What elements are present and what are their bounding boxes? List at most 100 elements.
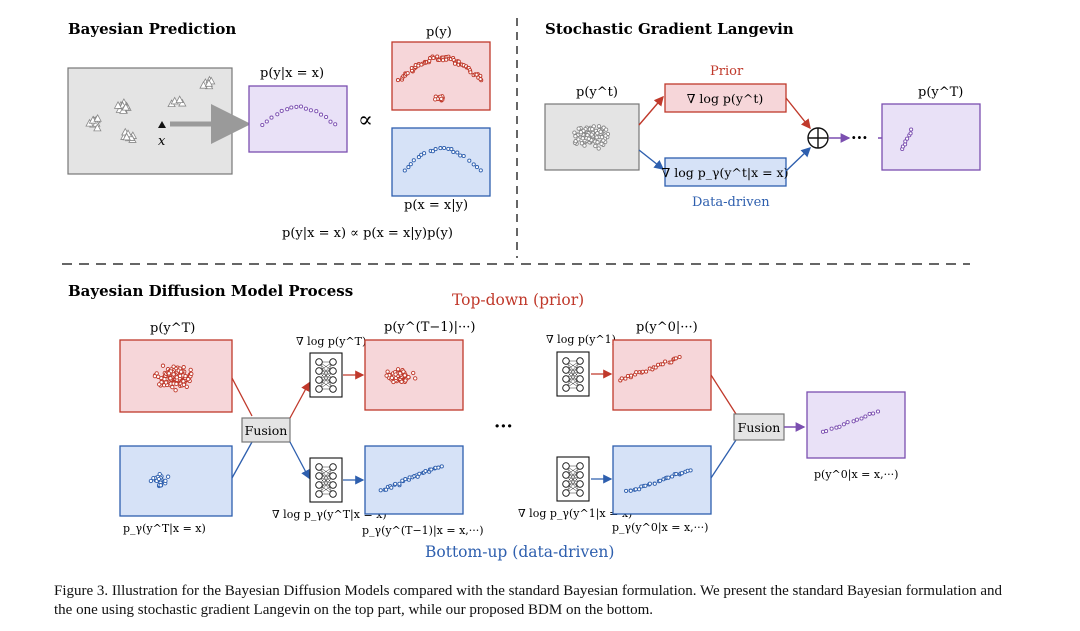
point-marker — [439, 464, 444, 469]
network-node — [562, 357, 570, 365]
point-marker — [859, 416, 864, 421]
point-marker — [384, 487, 389, 492]
point-marker — [166, 371, 172, 376]
network-node — [576, 375, 584, 383]
point-marker — [478, 168, 483, 173]
point-marker — [324, 114, 329, 120]
point-marker — [458, 153, 463, 158]
point-marker — [590, 126, 595, 132]
point-marker — [851, 419, 856, 424]
bdm-data-final-points — [624, 468, 693, 493]
network-node — [329, 367, 337, 375]
point-marker — [279, 108, 284, 113]
point-marker — [438, 146, 443, 151]
point-marker — [624, 488, 629, 493]
bdm-prior-start-points — [152, 363, 194, 393]
point-marker — [411, 158, 416, 163]
sgl-state-label: p(y^t) — [576, 85, 618, 100]
network-edge — [318, 361, 334, 381]
point-marker — [468, 70, 473, 75]
point-marker — [405, 71, 410, 76]
point-marker — [660, 362, 665, 367]
point-marker — [863, 414, 868, 419]
point-marker — [165, 474, 171, 479]
point-marker — [400, 478, 405, 483]
point-marker — [439, 96, 444, 102]
point-marker — [430, 149, 435, 154]
point-marker — [854, 417, 859, 422]
figure-caption: Figure 3. Illustration for the Bayesian … — [54, 583, 1003, 618]
point-marker — [148, 478, 154, 484]
posterior-label: p(y|x = x) — [260, 66, 324, 81]
point-marker — [163, 380, 169, 385]
point-marker — [157, 471, 162, 477]
point-marker — [168, 376, 173, 381]
prior-network-1 — [556, 351, 590, 397]
sgl-state-to-data-edge — [638, 149, 665, 170]
point-marker — [156, 374, 161, 379]
network-edge — [318, 466, 334, 486]
point-marker — [909, 127, 914, 132]
network-node — [576, 462, 584, 470]
sgl-output-label: p(y^T) — [918, 85, 963, 100]
data-start-to-fusion-edge — [231, 441, 253, 479]
posterior-points — [260, 104, 338, 128]
point-marker — [593, 143, 598, 149]
point-marker — [154, 371, 159, 376]
sgl-prior-term: ∇ log p(y^t) — [687, 91, 764, 106]
point-marker — [403, 477, 408, 482]
fusion-label-1: Fusion — [245, 423, 288, 438]
bdm-data-start-box — [119, 445, 233, 517]
sgl-ellipsis: ··· — [851, 128, 868, 147]
point-marker — [449, 147, 454, 152]
point-marker — [314, 109, 319, 114]
network-node — [562, 366, 570, 374]
point-marker — [408, 162, 413, 167]
point-marker — [908, 131, 913, 136]
point-marker — [181, 365, 186, 370]
network-edge — [318, 475, 334, 495]
point-marker — [417, 471, 422, 476]
network-edge — [565, 360, 581, 389]
network-node — [315, 358, 323, 366]
point-marker — [406, 374, 411, 380]
point-marker — [436, 465, 441, 470]
point-marker — [423, 468, 428, 474]
point-marker — [647, 481, 652, 486]
point-marker — [406, 165, 411, 170]
network-node — [315, 367, 323, 375]
point-marker — [644, 369, 649, 374]
point-marker — [474, 165, 480, 170]
fusion1-to-data-net-edge — [289, 441, 310, 480]
point-marker — [189, 371, 194, 377]
query-point-marker — [158, 121, 166, 128]
point-marker — [419, 62, 424, 67]
network-node — [329, 358, 337, 366]
point-marker — [156, 476, 162, 482]
point-marker — [173, 388, 178, 393]
point-marker — [385, 369, 390, 374]
likelihood-box — [391, 127, 491, 197]
point-marker — [455, 150, 460, 155]
point-marker — [905, 136, 910, 141]
triangle-marker — [121, 102, 130, 111]
triangle-marker — [175, 95, 184, 104]
network-node — [576, 357, 584, 365]
point-marker — [586, 136, 591, 141]
point-marker — [598, 129, 603, 134]
point-marker — [384, 373, 389, 378]
point-marker — [431, 55, 436, 61]
point-marker — [395, 367, 401, 372]
point-marker — [171, 372, 176, 377]
point-marker — [188, 367, 193, 373]
point-marker — [289, 105, 294, 110]
bdm-output-box — [806, 391, 906, 459]
prior-final-to-fusion-edge — [710, 374, 737, 415]
point-marker — [629, 373, 634, 378]
data-final-to-fusion-edge — [710, 439, 737, 479]
point-marker — [416, 155, 421, 160]
point-marker — [595, 131, 600, 136]
point-marker — [628, 488, 633, 493]
data-network-1 — [556, 456, 590, 502]
bdm-prior-next-box — [364, 339, 464, 411]
